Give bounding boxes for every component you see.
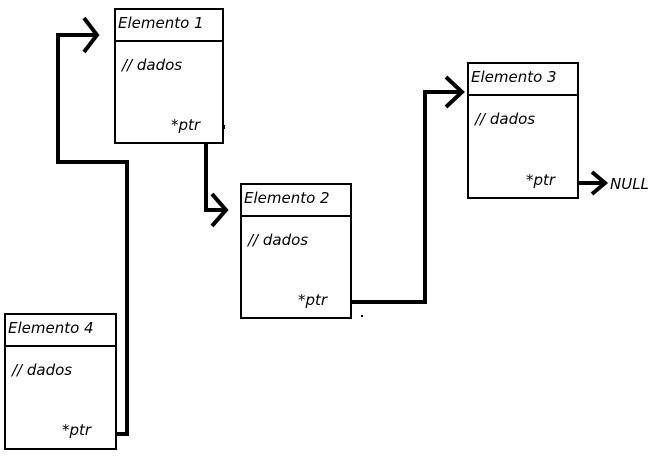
node-title: Elemento 1 <box>116 10 222 42</box>
arrowhead-node2 <box>210 192 229 228</box>
arrow-node4-to-node1 <box>56 33 129 436</box>
node-elemento-3: Elemento 3 // dados *ptr <box>467 62 579 199</box>
node-elemento-4: Elemento 4 // dados *ptr <box>4 313 117 450</box>
node-title: Elemento 2 <box>242 185 350 217</box>
node-elemento-2: Elemento 2 // dados *ptr <box>240 183 352 319</box>
node-ptr-label: *ptr <box>298 291 328 309</box>
node-data-label: // dados <box>475 110 536 128</box>
arrow-node2-to-node3 <box>336 90 462 304</box>
node-elemento-1: Elemento 1 // dados *ptr <box>114 8 224 144</box>
node-ptr-label: *ptr <box>62 421 92 439</box>
node-title: Elemento 4 <box>6 315 115 347</box>
node-data-label: // dados <box>12 361 73 379</box>
tick-node2 <box>361 315 363 317</box>
node-ptr-label: *ptr <box>171 116 201 134</box>
node-data-label: // dados <box>248 231 309 249</box>
node-title: Elemento 3 <box>469 64 577 96</box>
null-terminator-label: NULL <box>610 175 649 193</box>
node-data-label: // dados <box>122 56 183 74</box>
arrowhead-null <box>590 170 609 196</box>
arrowhead-node3 <box>444 75 465 109</box>
arrowhead-node1 <box>82 16 100 54</box>
node-ptr-label: *ptr <box>526 171 556 189</box>
